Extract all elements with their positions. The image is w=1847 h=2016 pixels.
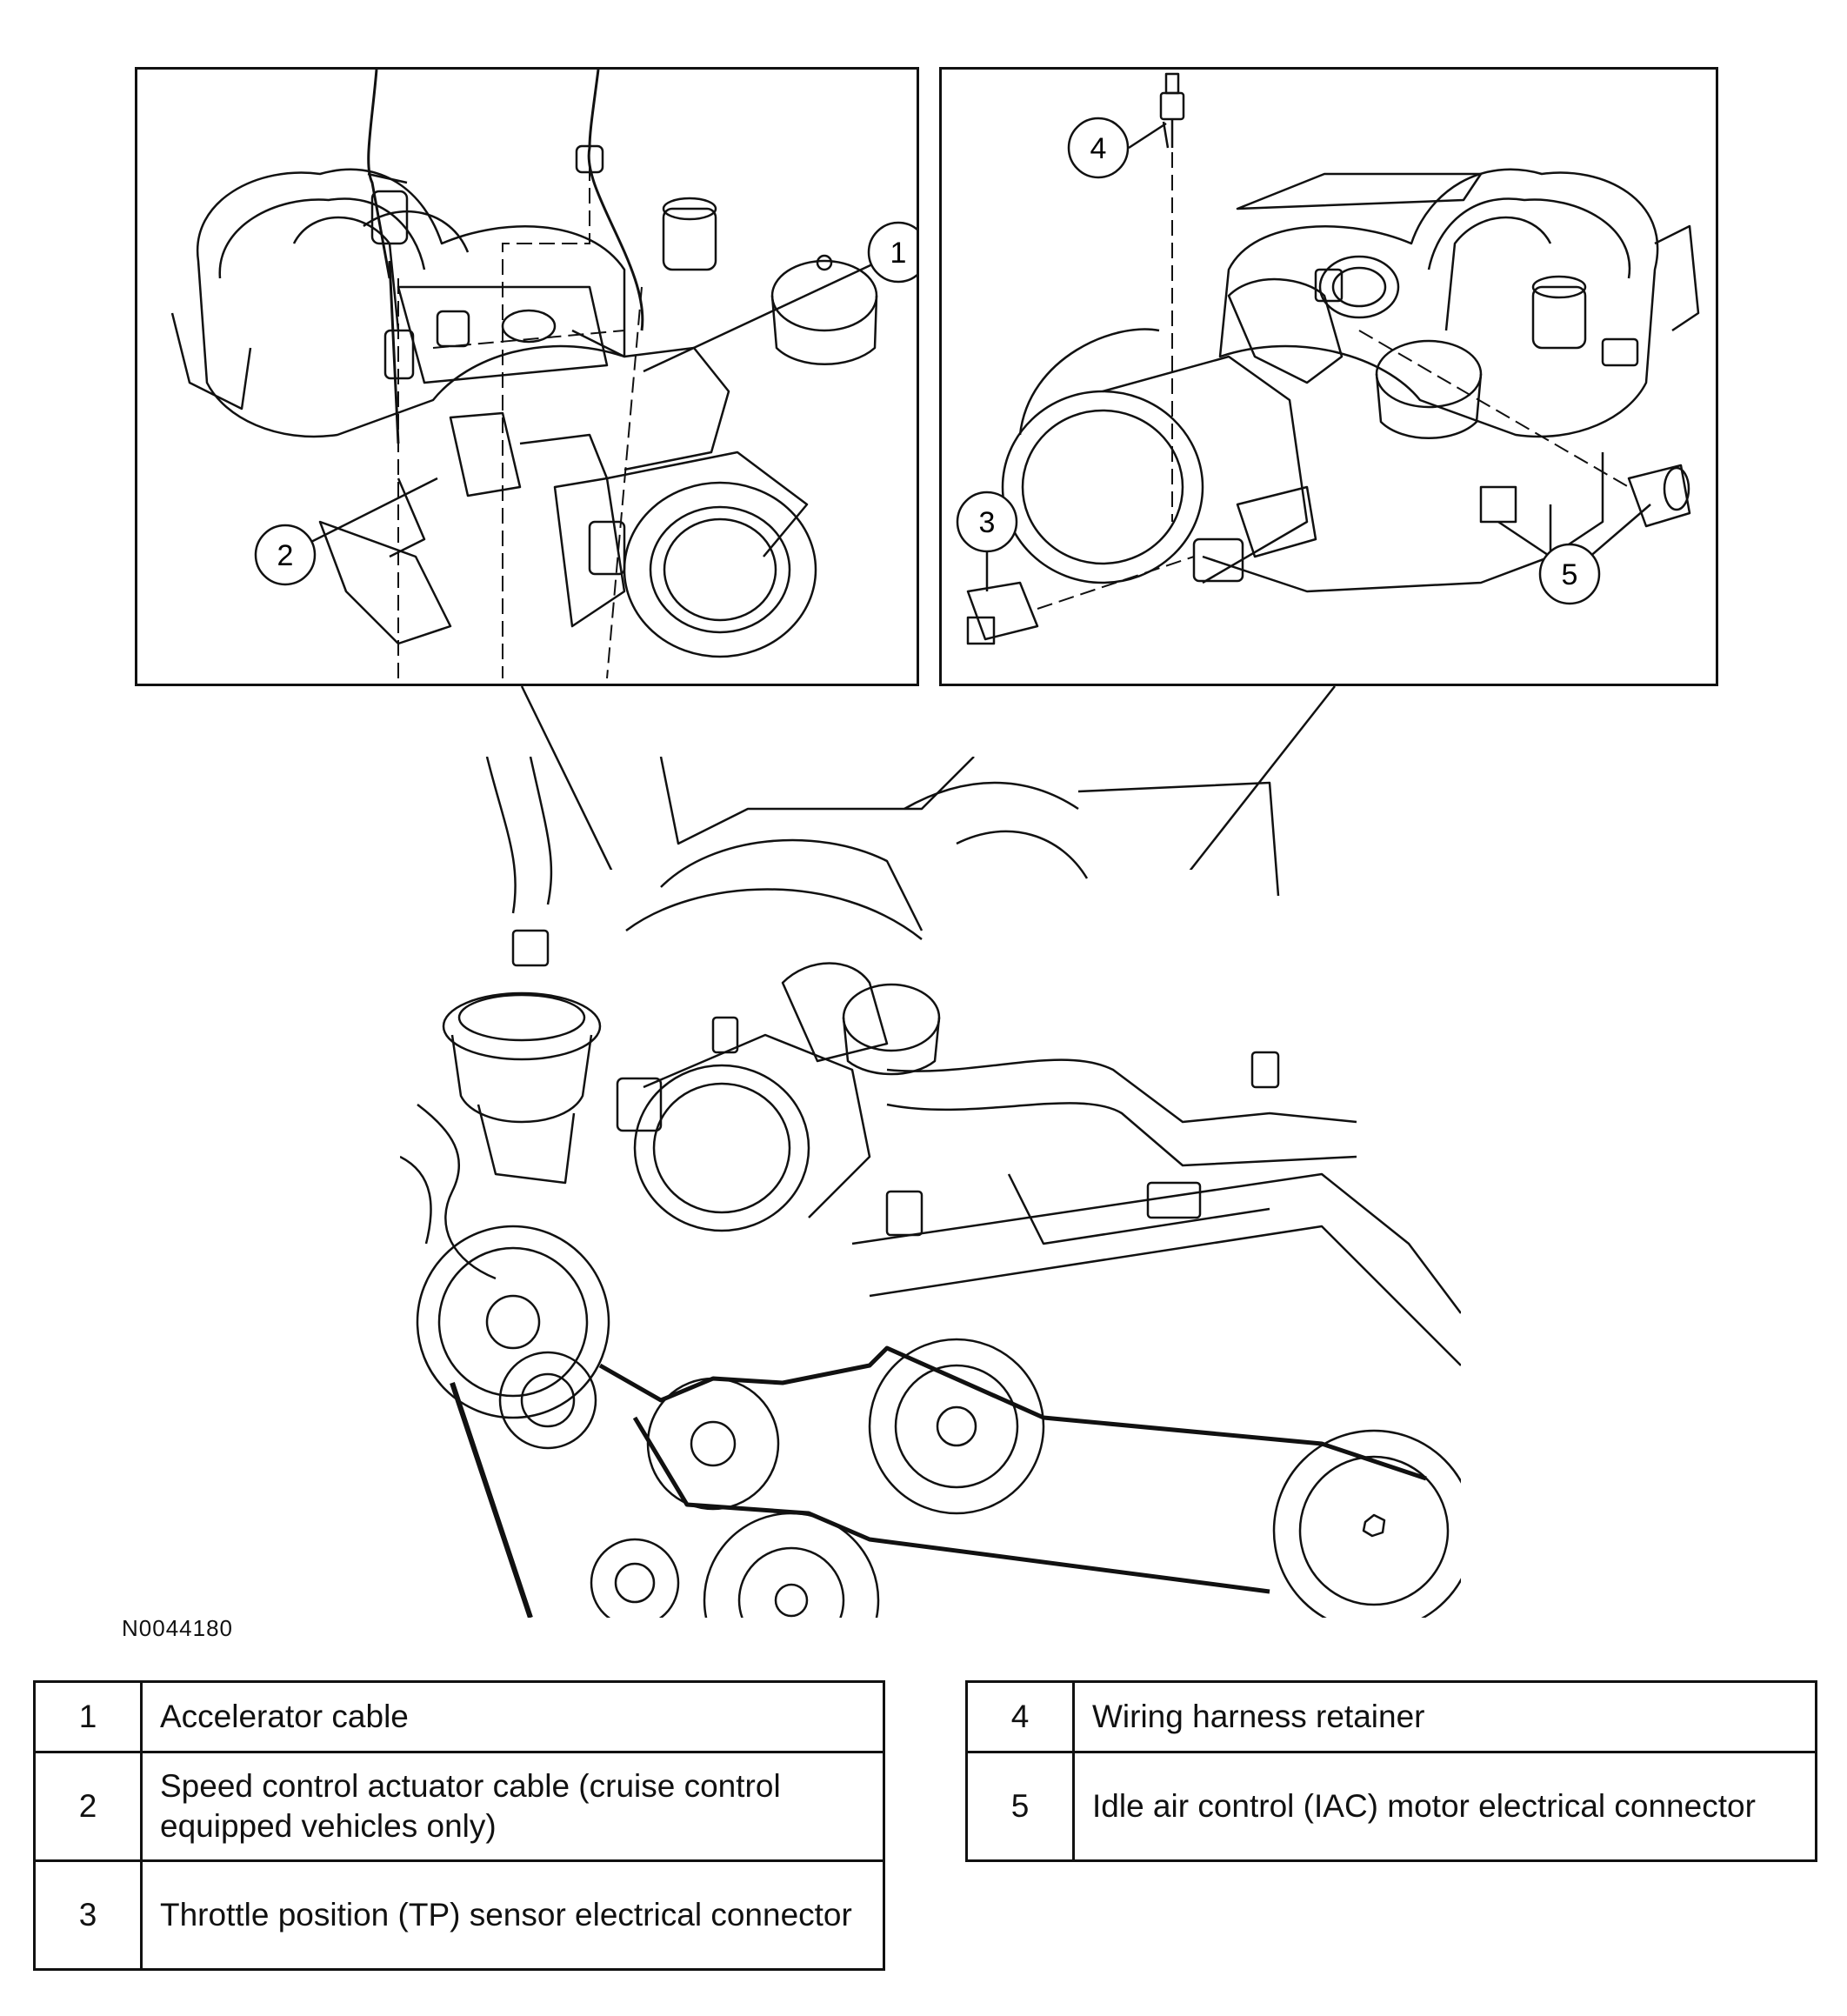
legend-number: 4: [965, 1680, 1075, 1753]
legend-table-left: 1 Accelerator cable 2 Speed control actu…: [33, 1680, 885, 1971]
legend-number: 5: [965, 1751, 1075, 1862]
legend-description: Throttle position (TP) sensor electrical…: [140, 1859, 885, 1971]
legend-table-right: 4 Wiring harness retainer 5 Idle air con…: [965, 1680, 1817, 1862]
legend-description: Accelerator cable: [140, 1680, 885, 1753]
legend-row: 2 Speed control actuator cable (cruise c…: [33, 1751, 885, 1862]
intake-manifold-right-view: 3 4 5: [956, 72, 1700, 645]
legend-description: Speed control actuator cable (cruise con…: [140, 1751, 885, 1862]
legend-number: 2: [33, 1751, 143, 1862]
callout-5: 5: [1538, 504, 1651, 605]
svg-text:1: 1: [890, 237, 907, 270]
callout-3: 3: [956, 491, 1018, 591]
callout-1: 1: [643, 221, 917, 373]
callout-2: 2: [254, 477, 438, 586]
svg-text:2: 2: [277, 539, 294, 572]
legend-description: Wiring harness retainer: [1072, 1680, 1817, 1753]
legend-row: 4 Wiring harness retainer: [965, 1680, 1817, 1753]
engine-front-view-drawing: [400, 757, 1461, 1618]
detail-panel-right: 3 4 5: [939, 67, 1718, 686]
svg-text:4: 4: [1090, 132, 1107, 165]
callout-4: 4: [1067, 117, 1170, 179]
figure-id: N0044180: [122, 1615, 233, 1641]
legend-number: 1: [33, 1680, 143, 1753]
svg-text:3: 3: [979, 506, 996, 539]
legend-row: 1 Accelerator cable: [33, 1680, 885, 1753]
legend-row: 3 Throttle position (TP) sensor electric…: [33, 1859, 885, 1971]
legend-row: 5 Idle air control (IAC) motor electrica…: [965, 1751, 1817, 1862]
legend-description: Idle air control (IAC) motor electrical …: [1072, 1751, 1817, 1862]
legend-number: 3: [33, 1859, 143, 1971]
svg-text:5: 5: [1562, 558, 1578, 591]
intake-manifold-left-view: 1 2: [170, 70, 917, 679]
detail-panel-left: 1 2: [135, 67, 919, 686]
